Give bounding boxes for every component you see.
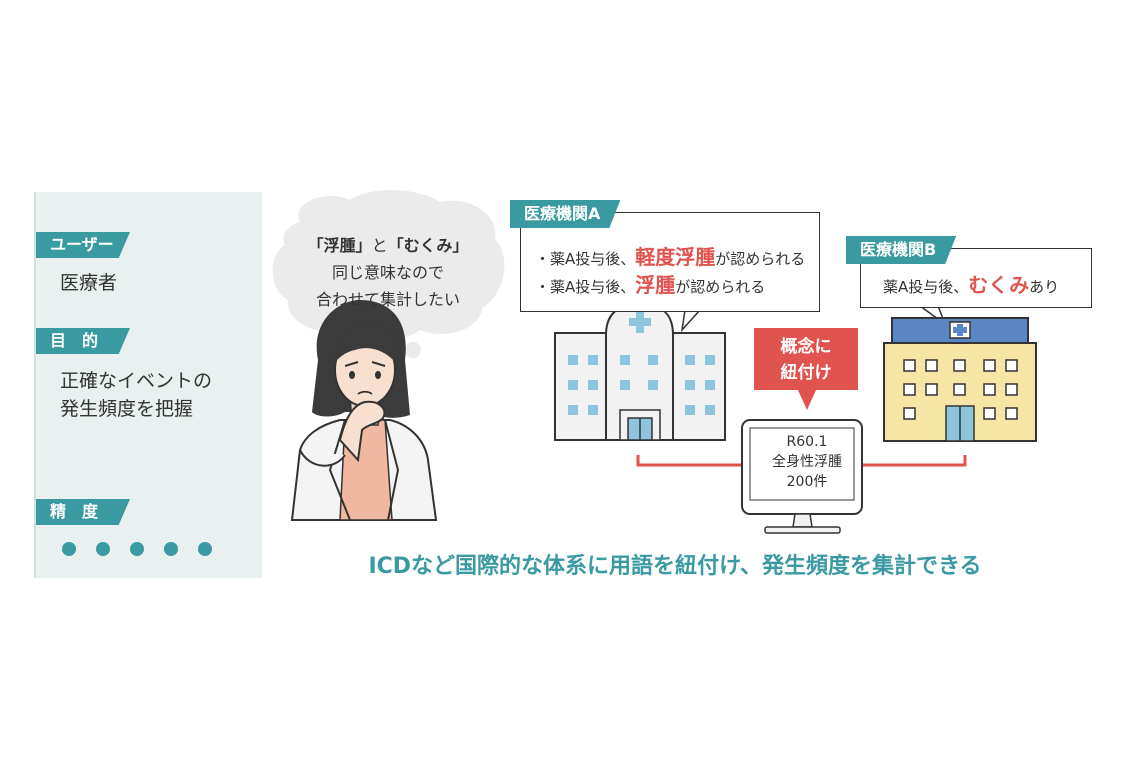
line1-term: 軽度浮腫 — [635, 245, 716, 269]
thought-word-1: 浮腫 — [323, 236, 356, 255]
thought-line-3: 合わせて集計したい — [315, 290, 460, 309]
monitor-illustration — [741, 419, 863, 534]
hospital-b-tag: 医療機関B — [846, 236, 957, 264]
accuracy-dot — [198, 542, 212, 556]
user-tag: ユーザー — [36, 232, 130, 258]
hospital-a-line-2: ・薬A投与後、浮腫が認められる — [535, 269, 765, 298]
accuracy-rating — [62, 541, 232, 560]
icd-term: 全身性浮腫 — [772, 454, 842, 470]
hospital-a-bubble: ・薬A投与後、軽度浮腫が認められる ・薬A投与後、浮腫が認められる — [520, 212, 820, 312]
thought-word-2: むくみ — [403, 236, 453, 255]
purpose-line-1: 正確なイベントの — [60, 370, 213, 392]
hospital-b-prefix: 薬A投与後、 — [883, 278, 969, 296]
concept-line-2: 紐付け — [780, 363, 832, 383]
purpose-line-2: 発生頻度を把握 — [60, 398, 194, 420]
hospital-b-line: 薬A投与後、むくみあり — [883, 269, 1059, 298]
thought-cloud — [272, 190, 505, 371]
concept-mapping-label: 概念に 紐付け — [754, 328, 858, 390]
accuracy-dot — [130, 542, 144, 556]
line2-suffix: が認められる — [675, 278, 766, 296]
line2-term: 浮腫 — [635, 273, 676, 297]
purpose-tag: 目 的 — [36, 328, 130, 354]
doctor-illustration — [290, 300, 438, 521]
hospital-b-term: むくみ — [968, 273, 1030, 297]
accuracy-dot — [96, 542, 110, 556]
icd-code: R60.1 — [786, 434, 828, 450]
footer-caption: ICDなど国際的な体系に用語を紐付け、発生頻度を集計できる — [368, 554, 982, 579]
hospital-a-tag: 医療機関A — [510, 200, 621, 228]
thought-joiner: と — [371, 236, 388, 255]
thought-line-2: 同じ意味なので — [331, 263, 444, 282]
quote-close-2: 」 — [452, 236, 469, 255]
quote-open-1: 「 — [307, 236, 324, 255]
hospital-a-line-1: ・薬A投与後、軽度浮腫が認められる — [535, 241, 805, 270]
info-panel: ユーザー 医療者 目 的 正確なイベントの 発生頻度を把握 精 度 — [34, 192, 262, 578]
user-value: 医療者 — [60, 272, 118, 294]
thought-line-1: 「浮腫」と「むくみ」 — [278, 232, 498, 259]
connector-lines — [636, 455, 967, 467]
line1-suffix: が認められる — [715, 250, 806, 268]
line1-prefix: ・薬A投与後、 — [535, 250, 636, 268]
thought-text: 「浮腫」と「むくみ」 同じ意味なので 合わせて集計したい — [278, 232, 498, 313]
accuracy-dot — [164, 542, 178, 556]
event-count: 200件 — [786, 474, 828, 490]
hospital-b-suffix: あり — [1029, 278, 1060, 296]
accuracy-tag: 精 度 — [36, 499, 130, 525]
concept-line-1: 概念に — [780, 337, 832, 357]
hospital-a-building — [554, 302, 726, 441]
accuracy-dot — [62, 542, 76, 556]
quote-close-1: 」 — [355, 236, 372, 255]
monitor-screen-text: R60.1 全身性浮腫 200件 — [752, 432, 862, 492]
line2-prefix: ・薬A投与後、 — [535, 278, 636, 296]
quote-open-2: 「 — [387, 236, 404, 255]
hospital-b-building — [883, 317, 1037, 442]
